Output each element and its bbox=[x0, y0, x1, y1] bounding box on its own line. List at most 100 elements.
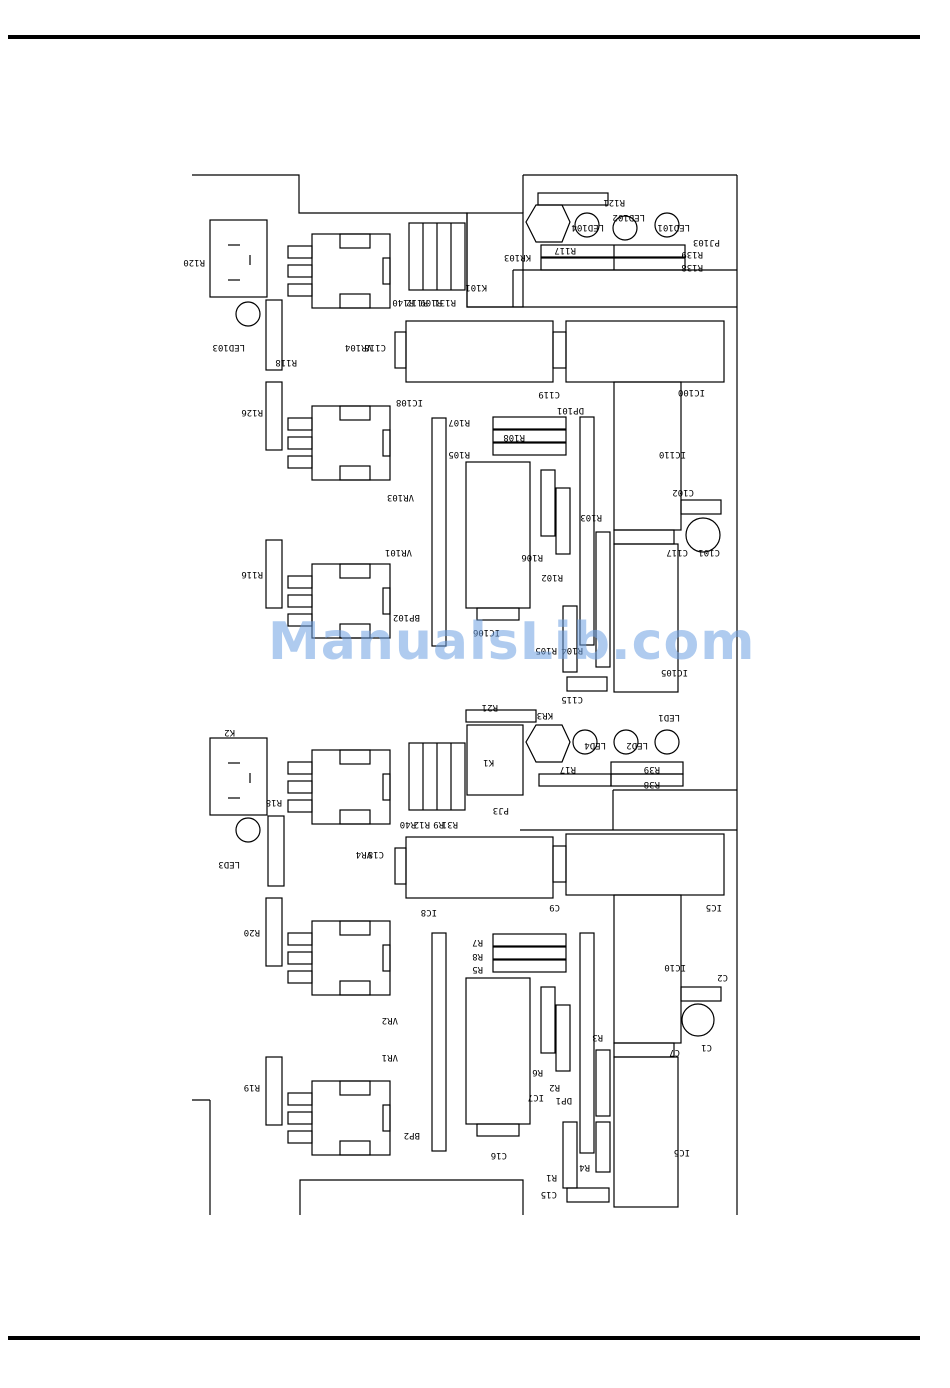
component-label: R112 bbox=[406, 297, 428, 307]
component-label: R7 bbox=[472, 937, 483, 947]
board-outline bbox=[192, 174, 738, 1215]
relay-k102 bbox=[209, 219, 268, 298]
component-label: IC105 bbox=[661, 667, 688, 677]
component-label: R17 bbox=[560, 764, 576, 774]
component-label: IC100 bbox=[678, 387, 705, 397]
component-label: IC106 bbox=[473, 627, 500, 637]
component-label: R105 bbox=[448, 449, 470, 459]
component-label: IC10 bbox=[664, 962, 686, 972]
component-label: K101 bbox=[465, 282, 487, 292]
ic108 bbox=[405, 320, 554, 383]
component-label: C15 bbox=[541, 1189, 557, 1199]
relay-k101 bbox=[466, 212, 524, 308]
component-label: IC7 bbox=[528, 1092, 544, 1102]
component-label: R9 bbox=[433, 819, 444, 829]
component-label: C2 bbox=[717, 972, 728, 982]
component-label: KR3 bbox=[537, 710, 553, 720]
component-label: R107 bbox=[448, 417, 470, 427]
component-label: C101 bbox=[698, 547, 720, 557]
component-label: C119 bbox=[538, 389, 560, 399]
component-label: R6 bbox=[532, 1067, 543, 1077]
component-label: VR104 bbox=[345, 342, 372, 352]
regulator-2 bbox=[287, 405, 391, 481]
component-label: PJ103 bbox=[693, 237, 720, 247]
component-label: R121 bbox=[603, 197, 625, 207]
component-label: VR2 bbox=[382, 1015, 398, 1025]
component-label: LED104 bbox=[571, 222, 604, 232]
component-label: C115 bbox=[561, 694, 583, 704]
component-label: C9 bbox=[549, 902, 560, 912]
component-label: K2 bbox=[224, 727, 235, 737]
component-label: R126 bbox=[241, 407, 263, 417]
lower-section bbox=[209, 709, 725, 1208]
component-label: R40 bbox=[400, 819, 416, 829]
led3 bbox=[235, 817, 261, 843]
component-label: R117 bbox=[554, 245, 576, 255]
component-label: R38 bbox=[644, 779, 660, 789]
component-labels: R121LED104LED102LED101PJ103R139R138R117K… bbox=[183, 197, 728, 1199]
component-label: R18 bbox=[266, 797, 282, 807]
led103 bbox=[235, 301, 261, 327]
component-label: VR4 bbox=[356, 849, 372, 859]
upper-section bbox=[209, 192, 725, 693]
component-label: LED3 bbox=[218, 859, 240, 869]
regulator-5 bbox=[287, 920, 391, 996]
c1 bbox=[681, 1003, 715, 1037]
component-label: BP2 bbox=[404, 1130, 420, 1140]
component-label: C7 bbox=[669, 1047, 680, 1057]
regulator-1 bbox=[287, 233, 391, 309]
ic100 bbox=[565, 320, 725, 383]
component-label: K1 bbox=[483, 757, 494, 767]
component-label: R19 bbox=[244, 1082, 260, 1092]
component-label: VR1 bbox=[382, 1052, 398, 1062]
component-label: R5 bbox=[472, 964, 483, 974]
component-label: LED1 bbox=[658, 712, 680, 722]
component-label: R12 bbox=[414, 819, 430, 829]
component-label: C118 bbox=[364, 342, 386, 352]
component-label: R8 bbox=[472, 951, 483, 961]
component-label: R118 bbox=[275, 357, 297, 367]
component-label: R21 bbox=[482, 702, 498, 712]
component-label: IC108 bbox=[396, 397, 423, 407]
component-label: C117 bbox=[666, 547, 688, 557]
ic106 bbox=[465, 461, 531, 609]
component-label: VR103 bbox=[387, 492, 414, 502]
component-label: R108 bbox=[503, 432, 525, 442]
component-label: R31 bbox=[442, 819, 458, 829]
component-label: IC5 bbox=[706, 902, 722, 912]
component-label: R120 bbox=[183, 257, 205, 267]
component-label: IC8 bbox=[421, 907, 437, 917]
component-label: R139 bbox=[681, 249, 703, 259]
pot-kr103 bbox=[525, 204, 571, 243]
component-label: R131 bbox=[434, 297, 456, 307]
top-rule bbox=[8, 35, 920, 39]
component-label: R104 bbox=[561, 645, 583, 655]
c101 bbox=[685, 517, 721, 553]
component-label: R2 bbox=[549, 1082, 560, 1092]
relay-k1 bbox=[466, 724, 524, 796]
component-label: DP1 bbox=[556, 1095, 572, 1105]
component-label: R103 bbox=[580, 512, 602, 522]
component-label: R140 bbox=[392, 297, 414, 307]
component-label: R138 bbox=[681, 262, 703, 272]
component-label: C102 bbox=[672, 487, 694, 497]
component-label: LED103 bbox=[212, 342, 245, 352]
ic7 bbox=[465, 977, 531, 1125]
component-label: LED4 bbox=[584, 740, 606, 750]
regulator-3 bbox=[287, 563, 391, 639]
component-label: R3 bbox=[592, 1032, 603, 1042]
pot-kr3 bbox=[525, 724, 571, 763]
component-label: LED102 bbox=[612, 212, 645, 222]
component-label: R39 bbox=[644, 764, 660, 774]
component-label: KR103 bbox=[504, 252, 531, 262]
component-label: R109 bbox=[420, 297, 442, 307]
component-label: R1 bbox=[546, 1172, 557, 1182]
regulator-6 bbox=[287, 1080, 391, 1156]
component-label: C16 bbox=[491, 1150, 507, 1160]
ic8 bbox=[405, 836, 554, 899]
component-label: R116 bbox=[241, 569, 263, 579]
component-label: VR101 bbox=[385, 547, 412, 557]
component-label: C18 bbox=[368, 849, 384, 859]
component-label: IC5 bbox=[674, 1147, 690, 1157]
